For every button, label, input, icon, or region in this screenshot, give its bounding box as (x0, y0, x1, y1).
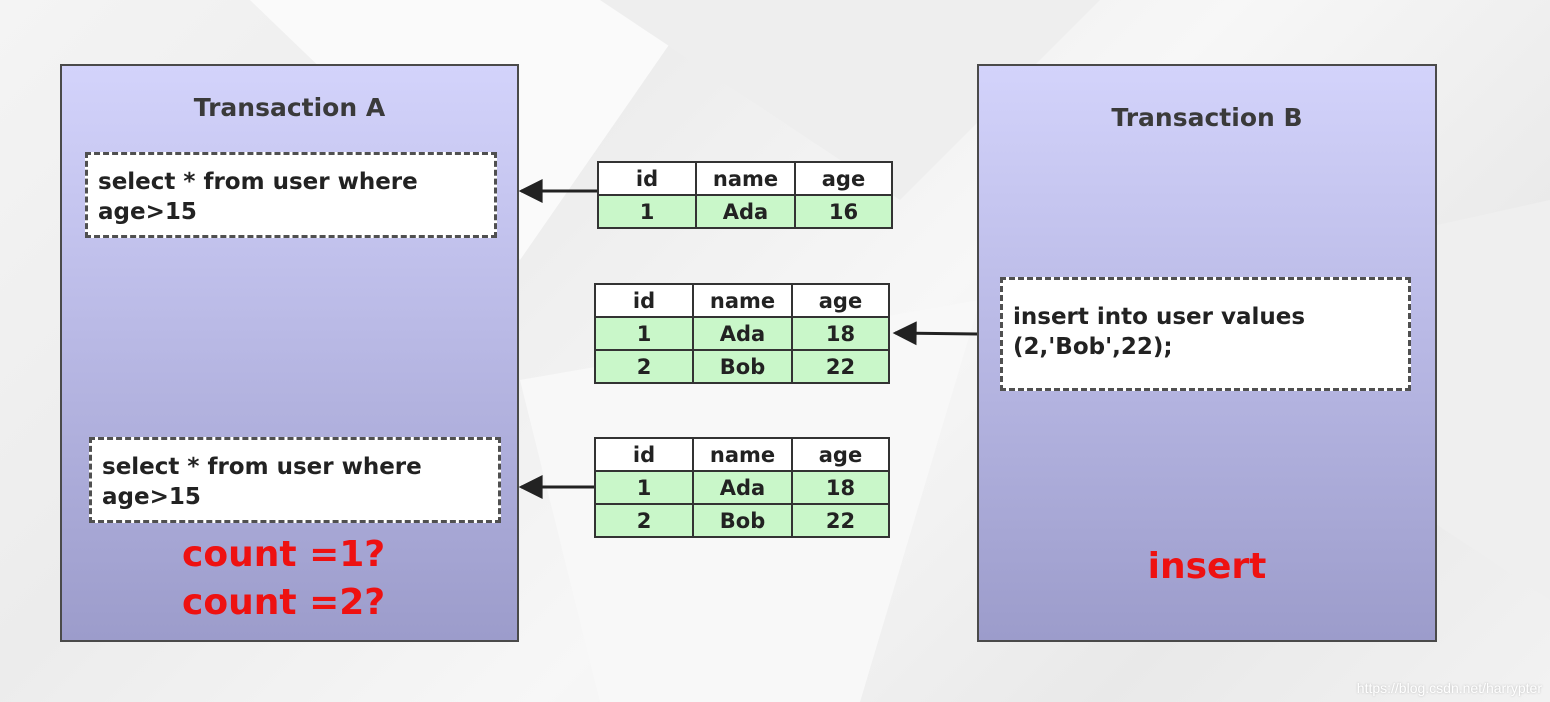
column-header: id (597, 161, 697, 196)
transaction-b-insert-box: insert into user values (2,'Bob',22); (1000, 277, 1411, 391)
table-cell: 18 (791, 470, 890, 505)
table-cell: 22 (791, 349, 890, 384)
count-question-2: count =2? (182, 582, 386, 623)
statement-line: (2,'Bob',22); (1013, 334, 1173, 360)
table-cell: 2 (594, 349, 694, 384)
table-row: 1 Ada 18 (594, 316, 890, 351)
transaction-a-title: Transaction A (193, 93, 386, 122)
table-cell: 18 (791, 316, 890, 351)
statement-line: insert into user values (1013, 304, 1306, 330)
transaction-a-select-box-1: select * from user where age>15 (85, 152, 497, 238)
column-header: id (594, 283, 694, 318)
column-header: name (692, 437, 793, 472)
table-cell: 2 (594, 503, 694, 538)
table-snapshot-2: id name age 1 Ada 18 2 Bob 22 (594, 283, 890, 384)
table-cell: 22 (791, 503, 890, 538)
table-snapshot-3: id name age 1 Ada 18 2 Bob 22 (594, 437, 890, 538)
table-row: 1 Ada 16 (597, 194, 893, 229)
column-header: age (791, 283, 890, 318)
column-header: id (594, 437, 694, 472)
table-cell: 1 (594, 316, 694, 351)
watermark: https://blog.csdn.net/harrypter (1356, 680, 1542, 696)
table-cell: Bob (692, 503, 793, 538)
table-row: 2 Bob 22 (594, 349, 890, 384)
table-cell: Ada (692, 316, 793, 351)
insert-label: insert (1147, 546, 1267, 587)
column-header: age (794, 161, 893, 196)
query-line: select * from user where (102, 454, 422, 480)
table-cell: 1 (594, 470, 694, 505)
query-line: age>15 (102, 484, 201, 510)
table-cell: Ada (695, 194, 796, 229)
arrow-insert-to-table2 (892, 321, 978, 346)
table-snapshot-1: id name age 1 Ada 16 (597, 161, 893, 229)
table-cell: 16 (794, 194, 893, 229)
count-question-1: count =1? (182, 534, 386, 575)
transaction-a-panel: Transaction A select * from user where a… (60, 64, 519, 642)
table-cell: Bob (692, 349, 793, 384)
column-header: age (791, 437, 890, 472)
transaction-b-title: Transaction B (1111, 103, 1303, 132)
column-header: name (692, 283, 793, 318)
table-row: 1 Ada 18 (594, 470, 890, 505)
table-cell: Ada (692, 470, 793, 505)
transaction-a-select-box-2: select * from user where age>15 (89, 437, 501, 523)
query-line: age>15 (98, 199, 197, 225)
column-header: name (695, 161, 796, 196)
query-line: select * from user where (98, 169, 418, 195)
table-row: 2 Bob 22 (594, 503, 890, 538)
table-header-row: id name age (594, 283, 890, 318)
table-header-row: id name age (594, 437, 890, 472)
table-header-row: id name age (597, 161, 893, 196)
table-cell: 1 (597, 194, 697, 229)
transaction-b-panel: Transaction B insert into user values (2… (977, 64, 1437, 642)
